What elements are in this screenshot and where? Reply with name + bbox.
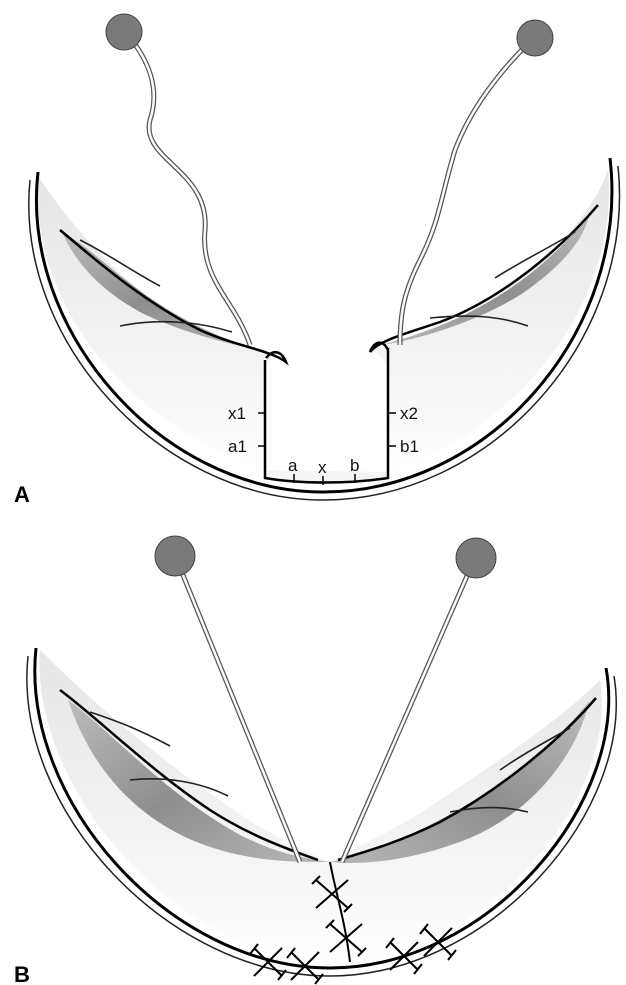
panel-a: x1 a1 x2 b1 a x b A [14,14,620,507]
marker-x2: x2 [400,404,418,423]
panel-a-label: A [14,482,30,507]
right-hook-head [517,20,553,56]
panel-b-label: B [14,962,30,985]
left-hook-head-b [155,536,195,576]
marker-b1: b1 [400,437,419,456]
right-lip-segment [370,170,609,472]
panel-b: B [14,536,616,985]
marker-b: b [350,456,359,475]
marker-x1: x1 [228,404,246,423]
marker-a1: a1 [228,437,247,456]
right-hook-head-b [456,538,496,578]
marker-a: a [288,456,298,475]
excision-outline [265,348,388,483]
marker-x: x [318,458,327,477]
left-lip-segment [38,176,287,470]
left-hook-head [106,14,142,50]
